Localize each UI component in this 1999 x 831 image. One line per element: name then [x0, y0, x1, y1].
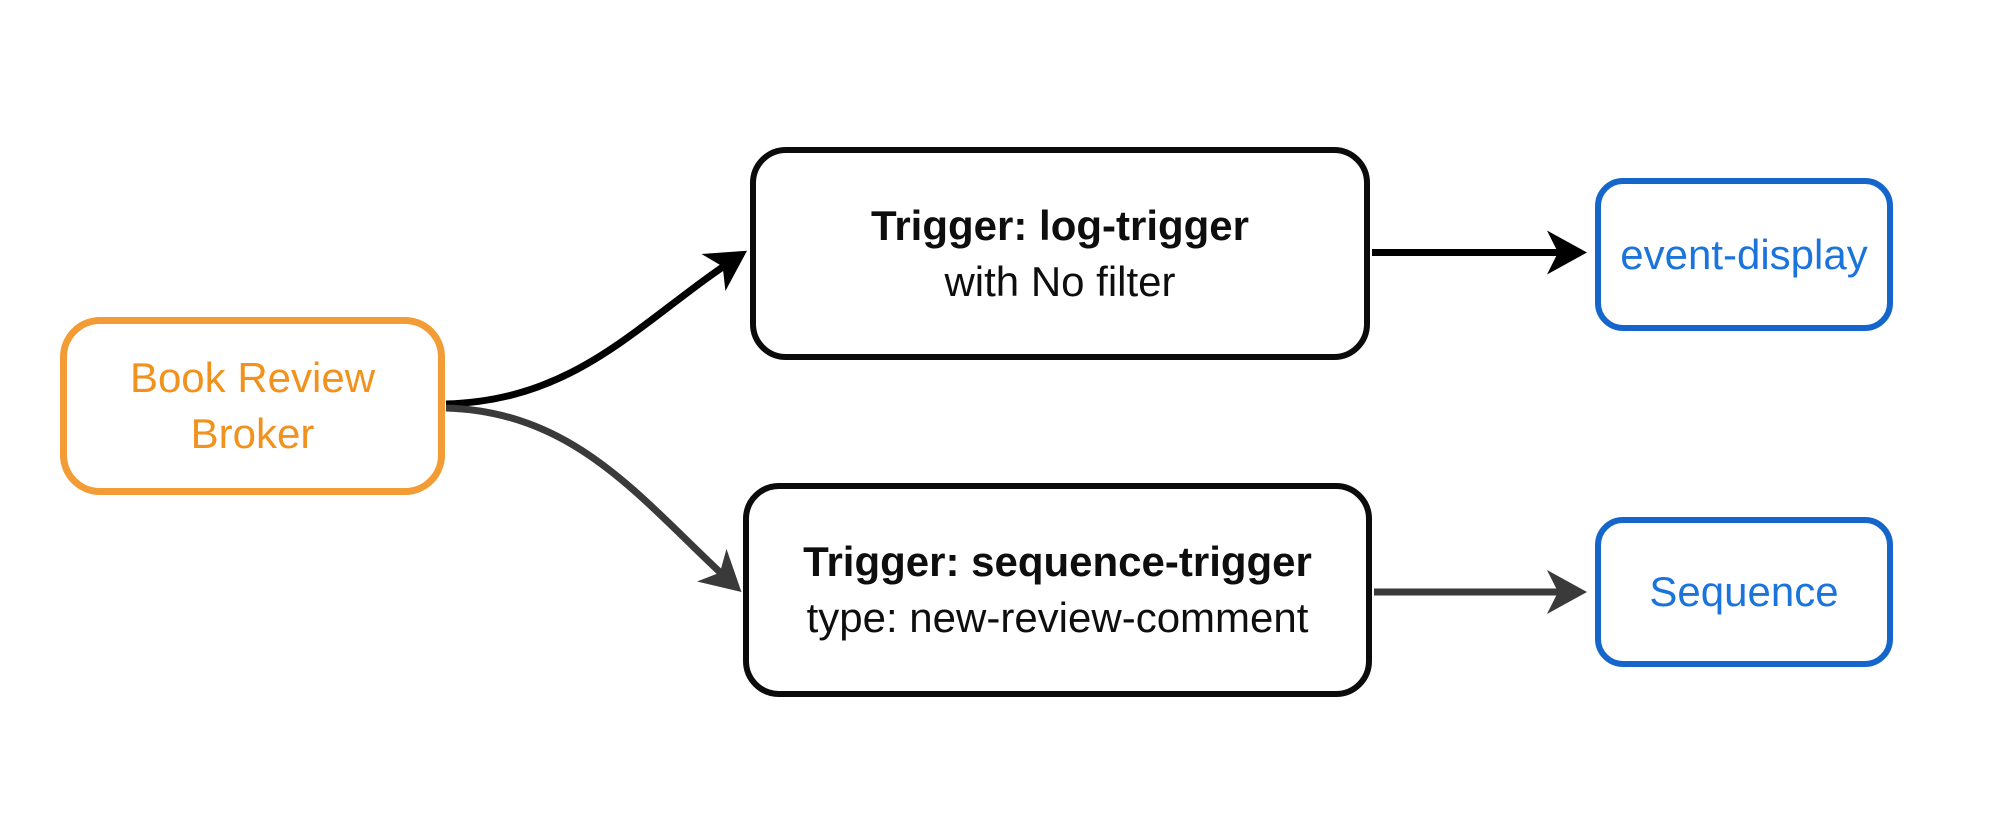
node-event-display: event-display [1595, 178, 1893, 331]
node-book-review-broker: Book Review Broker [60, 317, 445, 495]
node-sequence-trigger: Trigger: sequence-trigger type: new-revi… [743, 483, 1372, 697]
node-label: Sequence [1649, 568, 1839, 615]
node-log-trigger: Trigger: log-trigger with No filter [750, 147, 1370, 360]
node-subtitle: with No filter [944, 257, 1176, 305]
node-sequence: Sequence [1595, 517, 1893, 667]
node-label: Book Review Broker [129, 354, 376, 457]
node-subtitle: type: new-review-comment [806, 594, 1309, 641]
node-label: event-display [1620, 230, 1868, 278]
node-title: Trigger: log-trigger [871, 201, 1249, 249]
edge-broker-to-log-trigger [445, 250, 748, 408]
edge-broker-to-sequence-trigger [445, 404, 742, 593]
node-title: Trigger: sequence-trigger [803, 538, 1312, 585]
